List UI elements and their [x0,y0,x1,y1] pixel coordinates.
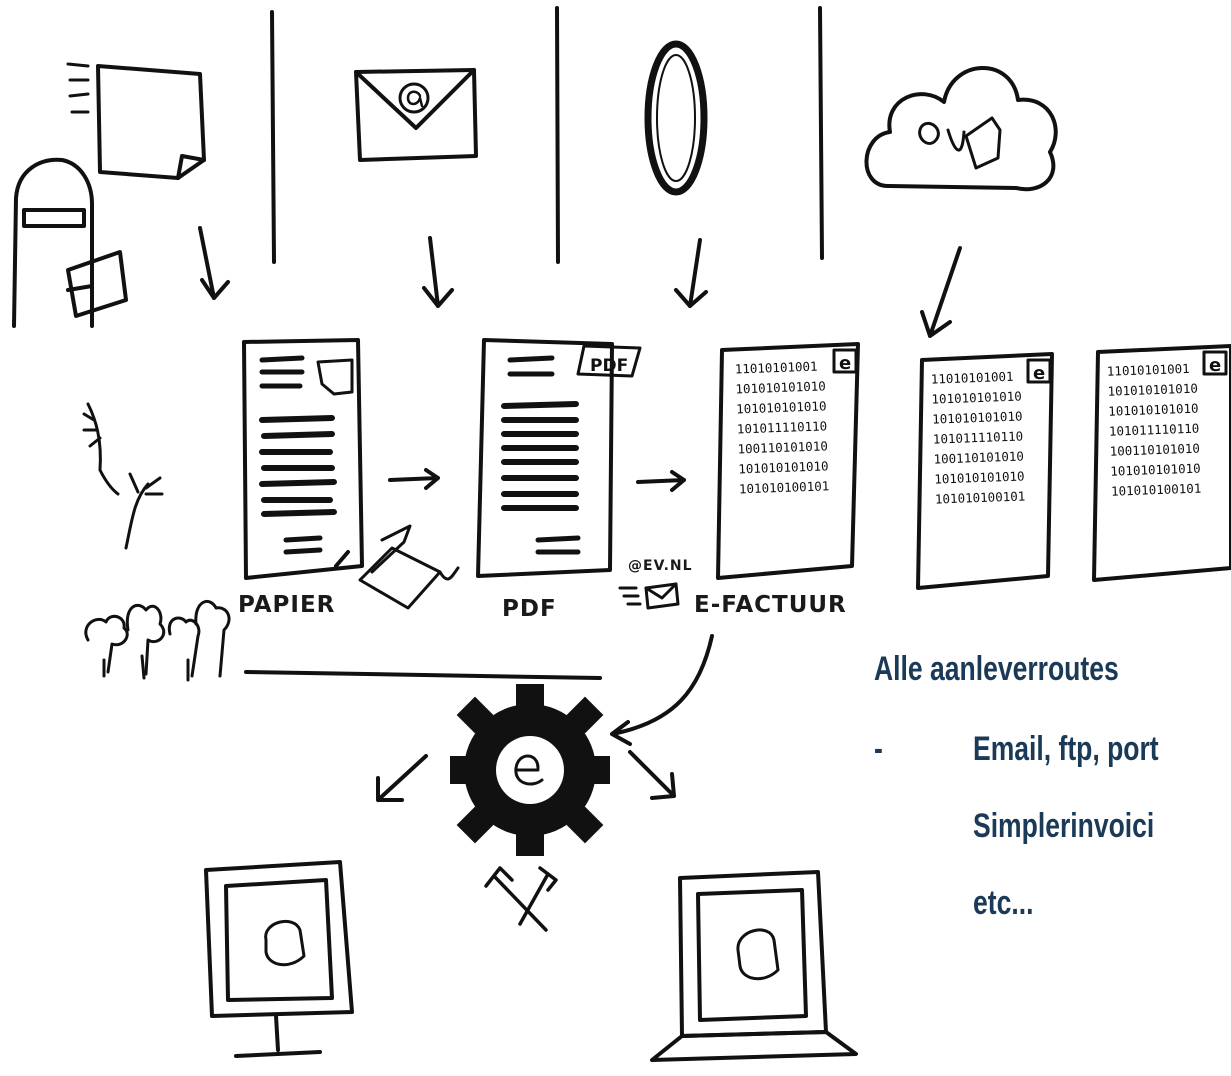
binary-line: 101010101010 [1110,461,1201,479]
hands-icon [82,402,164,550]
binary-line: 101010101010 [934,468,1025,486]
binary-line: 101011110110 [737,418,828,436]
binary-line: 101011110110 [933,428,1024,446]
binary-line: 11010101001 [931,369,1014,387]
arrow-down-3 [674,238,708,308]
label-pdf: PDF [502,596,557,622]
binary-line: 101010101010 [736,398,827,416]
label-efactuur: E-FACTUUR [694,592,847,618]
binary-block-2: 11010101001 101010101010 101010101010 10… [931,369,1026,507]
binary-block-3: 11010101001 101010101010 101010101010 10… [1107,361,1202,499]
e-badge-icon: e [1209,355,1221,376]
efactuur-document-3 [1092,344,1231,582]
binary-line: 101010100101 [739,478,830,496]
divider-1 [270,10,276,264]
efactuur-document-1 [716,342,860,580]
tools-icon [484,866,558,932]
divider-3 [818,6,824,260]
binary-line: 101010101010 [1108,401,1199,419]
binary-line: 101010101010 [931,389,1022,407]
arrow-curve-to-gear [610,634,714,746]
divider-2 [555,6,560,264]
label-papier: PAPIER [238,592,336,618]
routes-line-2: Simplerinvoici [973,807,1155,845]
email-small-icon [618,582,680,610]
binary-line: 101011110110 [1109,421,1200,439]
binary-line: 11010101001 [735,359,818,377]
e-badge-icon: e [1033,363,1045,384]
binary-line: 100110101010 [737,438,828,456]
trees-icon [84,599,231,682]
binary-line: 100110101010 [933,448,1024,466]
arrow-right-2 [636,470,686,492]
baseline [244,670,602,680]
e-badge-icon: e [839,353,851,374]
routes-line-3: etc... [973,884,1034,922]
label-email-domain: @EV.NL [628,558,693,574]
binary-line: 101010101010 [1107,381,1198,399]
binary-line: 101010101010 [738,458,829,476]
pdf-tag-text: PDF [590,356,628,376]
bullet-dash: - [874,730,883,768]
binary-line: 101010101010 [932,408,1023,426]
routes-line-1: Email, ftp, port [973,730,1159,768]
binary-line: 101010101010 [735,378,826,396]
arrow-down-2 [422,236,454,308]
binary-line: 101010100101 [935,488,1026,506]
arrow-left-down [376,754,428,802]
heading-aanleverroutes: Alle aanleverroutes [874,650,1119,688]
scanner-icon [358,524,460,610]
desktop-monitor-icon [204,860,354,1058]
efactuur-document-2 [916,352,1054,590]
arrow-right-down [628,750,676,800]
paper-sheet-icon [66,62,206,180]
cloud-icon [864,66,1058,192]
email-envelope-icon [354,68,478,162]
laptop-icon [650,870,858,1062]
arrow-right-1 [388,468,440,490]
binary-line: 101010100101 [1111,481,1202,499]
arrow-down-1 [198,226,230,300]
arrow-down-4 [920,246,962,338]
binary-block-1: 11010101001 101010101010 101010101010 10… [735,359,830,497]
papier-document [242,338,364,580]
binary-line: 11010101001 [1107,361,1190,379]
ring-icon [644,40,708,196]
pdf-document [476,338,642,578]
mailbox-icon [12,157,128,328]
binary-line: 100110101010 [1109,441,1200,459]
